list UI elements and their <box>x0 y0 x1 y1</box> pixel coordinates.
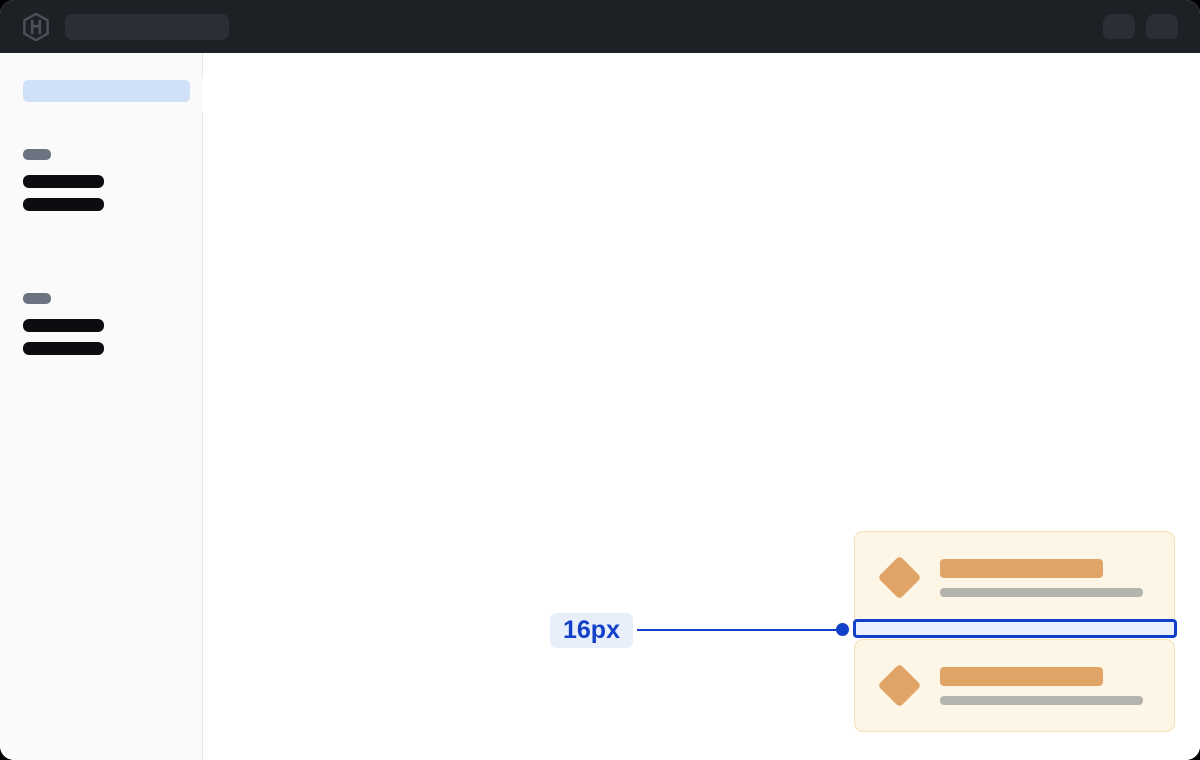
card-title <box>940 558 1103 578</box>
sidebar-group-2 <box>23 293 104 355</box>
measurement-leader-line <box>637 629 842 631</box>
sidebar-item-1-1[interactable] <box>23 175 104 188</box>
main-canvas: 16px <box>203 53 1200 760</box>
sidebar-item-1-2[interactable] <box>23 198 104 211</box>
sidebar-group-1 <box>23 149 104 211</box>
topbar-actions <box>1103 14 1178 39</box>
diamond-icon <box>877 663 922 708</box>
top-bar <box>0 0 1200 53</box>
card-title <box>940 666 1103 686</box>
sidebar-search-input[interactable] <box>23 80 190 102</box>
list-item[interactable] <box>854 531 1175 624</box>
measurement-value-badge: 16px <box>550 613 633 648</box>
body-region: 16px <box>0 53 1200 760</box>
card-text-block <box>940 558 1174 597</box>
sidebar-group-2-label <box>23 293 51 304</box>
sidebar-group-1-label <box>23 149 51 160</box>
card-text-block <box>940 666 1174 705</box>
list-item[interactable] <box>854 639 1175 732</box>
hashicorp-hexagon-logo-icon[interactable] <box>23 12 49 41</box>
diamond-icon <box>877 555 922 600</box>
topbar-action-1-button[interactable] <box>1103 14 1135 39</box>
sidebar-item-2-1[interactable] <box>23 319 104 332</box>
sidebar <box>0 53 203 760</box>
card-subtitle <box>940 695 1143 705</box>
spacing-gap-highlight <box>853 619 1177 638</box>
sidebar-item-2-2[interactable] <box>23 342 104 355</box>
global-search-input[interactable] <box>65 13 229 40</box>
card-subtitle <box>940 587 1143 597</box>
topbar-action-2-button[interactable] <box>1146 14 1178 39</box>
measurement-anchor-dot <box>836 623 849 636</box>
